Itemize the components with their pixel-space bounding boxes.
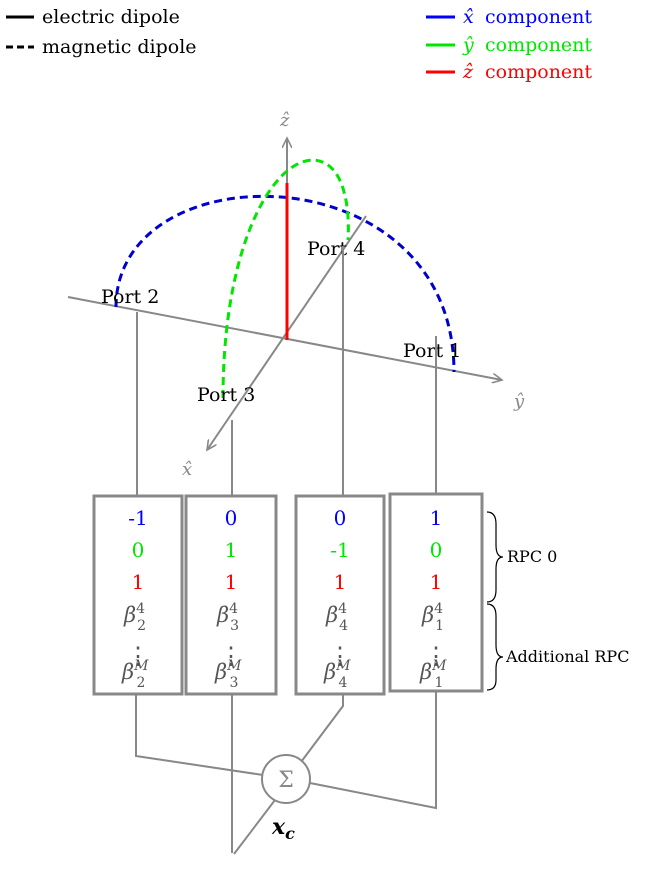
legend-x-label: component [485, 6, 592, 28]
column-2-y-value: 1 [225, 538, 238, 562]
port-1-label: Port 1 [403, 340, 461, 362]
legend-y-component: ŷ component [426, 34, 592, 56]
legend-magnetic-label: magnetic dipole [42, 36, 197, 58]
column-3-x-value: 0 [334, 506, 347, 530]
additional-rpc-brace [486, 603, 504, 691]
port-1-combine-line [309, 691, 437, 810]
y-axis-label: ŷ [513, 391, 525, 412]
column-1-z-value: 1 [132, 570, 145, 594]
legend-x-component: x̂ component [426, 6, 592, 28]
blue-magnetic-dipole-arc [114, 194, 456, 373]
legend-z-label: component [485, 61, 592, 83]
legend-z-symbol: ẑ [462, 61, 474, 83]
port-4-label: Port 4 [307, 238, 365, 260]
z-axis-label: ẑ [279, 110, 290, 131]
column-box-port-2 [92, 494, 184, 696]
column-1-vdots: ⋮ [126, 642, 150, 670]
summation-node [261, 754, 311, 804]
column-2-vdots: ⋮ [219, 642, 243, 670]
port-2-combine-line [135, 694, 264, 776]
column-1-x-value: -1 [128, 506, 147, 530]
legend-electric-label: electric dipole [42, 6, 180, 28]
column-2-z-value: 1 [225, 570, 238, 594]
legend-x-symbol: x̂ [463, 6, 474, 28]
sigma-icon: Σ [278, 768, 294, 793]
additional-rpc-label: Additional RPC [505, 647, 629, 666]
rpc0-label: RPC 0 [507, 547, 557, 566]
column-box-port-3 [184, 494, 278, 696]
legend-z-component: ẑ component [426, 61, 592, 83]
column-4-z-value: 1 [430, 570, 443, 594]
legend-y-label: component [485, 34, 592, 56]
port-4-combine-line [300, 694, 344, 763]
column-4-y-value: 0 [430, 538, 443, 562]
column-3-z-value: 1 [334, 570, 347, 594]
column-4-x-value: 1 [430, 506, 443, 530]
column-4-vdots: ⋮ [424, 642, 448, 670]
y-axis-arrow [67, 296, 502, 380]
legend-magnetic: magnetic dipole [6, 36, 197, 58]
column-box-port-4 [294, 494, 386, 696]
green-magnetic-dipole-arc [221, 158, 350, 399]
port-3-label: Port 3 [197, 384, 255, 406]
column-2-x-value: 0 [225, 506, 238, 530]
column-3-y-value: -1 [330, 538, 349, 562]
legend-electric: electric dipole [6, 6, 180, 28]
column-1-y-value: 0 [132, 538, 145, 562]
x-axis-label: x̂ [182, 459, 192, 480]
rpc0-brace [486, 511, 504, 603]
sum-output-line [233, 799, 276, 855]
output-xc-label: xc [271, 814, 295, 843]
legend-y-symbol: ŷ [462, 34, 474, 56]
column-3-vdots: ⋮ [328, 642, 352, 670]
port-2-label: Port 2 [101, 286, 159, 308]
column-box-port-1 [388, 492, 484, 693]
